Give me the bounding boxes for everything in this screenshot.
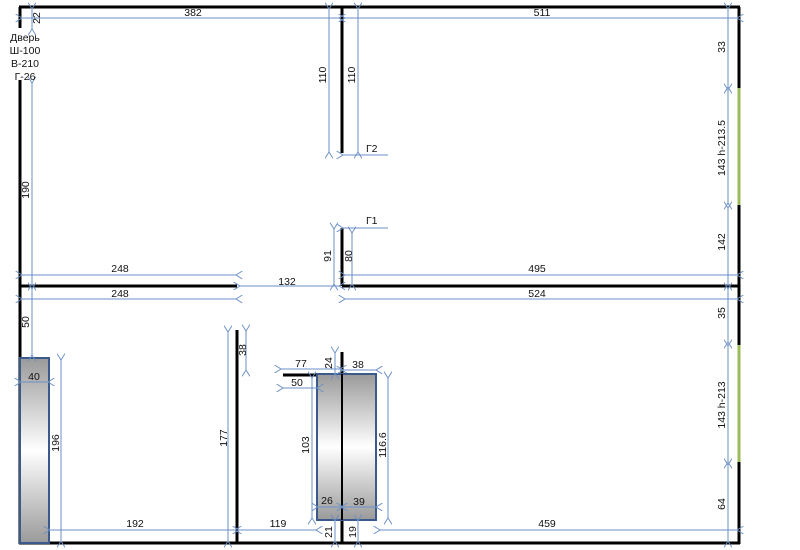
dim-label: 50 [20,316,32,328]
door-height: В-210 [11,58,39,70]
door-label: Дверь [10,32,40,44]
walls [18,5,741,545]
dim-label: 21 [323,526,335,538]
dim-label: 190 [20,181,32,199]
dim-label: 38 [237,344,249,356]
dim-label: 142 [716,233,728,251]
gas-marker-g2: Г2 [366,143,378,155]
dimension-labels: 22 382 511 110 110 Г2 Г1 190 33 143 h-21… [20,7,728,538]
dim-label: 91 [322,250,334,262]
dim-label: 33 [716,41,728,53]
dim-label: 38 [352,359,364,371]
door-note: Дверь Ш-100 В-210 Г-26 [10,32,41,83]
dim-label: 110 [346,66,358,83]
window-dim-label: 143 h-213 [716,381,728,428]
dim-label: 50 [291,377,303,389]
window-dim-label: 143 h-213.5 [716,120,728,176]
dim-label: 80 [343,250,355,262]
door-width: Ш-100 [10,45,41,57]
door-depth: Г-26 [15,71,36,83]
dim-label: 19 [347,526,359,538]
dim-label: 459 [538,518,556,530]
dim-label: 77 [295,358,307,370]
dim-label: 103 [300,436,312,454]
dim-label: 64 [716,498,728,510]
dim-label: 40 [28,371,40,383]
dim-label: 110 [317,66,329,83]
dim-label: 39 [353,496,365,508]
dim-label: 511 [534,7,551,19]
wardrobe-left [19,357,50,544]
dim-label: 196 [50,434,62,452]
dim-label: 132 [278,276,296,288]
dim-label: 495 [528,263,546,275]
dim-label: 24 [323,357,335,369]
dim-label: 248 [111,263,129,275]
dim-label: 382 [184,7,202,19]
dim-label: 116.6 [377,432,389,458]
dim-label: 119 [270,518,287,530]
dim-label: 524 [528,288,546,300]
cabinet-middle-a [316,373,343,521]
dim-label: 35 [716,307,728,319]
dim-label: 22 [31,12,43,24]
dim-label: 192 [126,518,144,530]
dimension-lines [21,9,737,541]
dim-label: 248 [111,288,129,300]
dim-label: 177 [218,429,230,447]
gas-marker-g1: Г1 [366,215,378,227]
dim-label: 26 [321,495,333,507]
